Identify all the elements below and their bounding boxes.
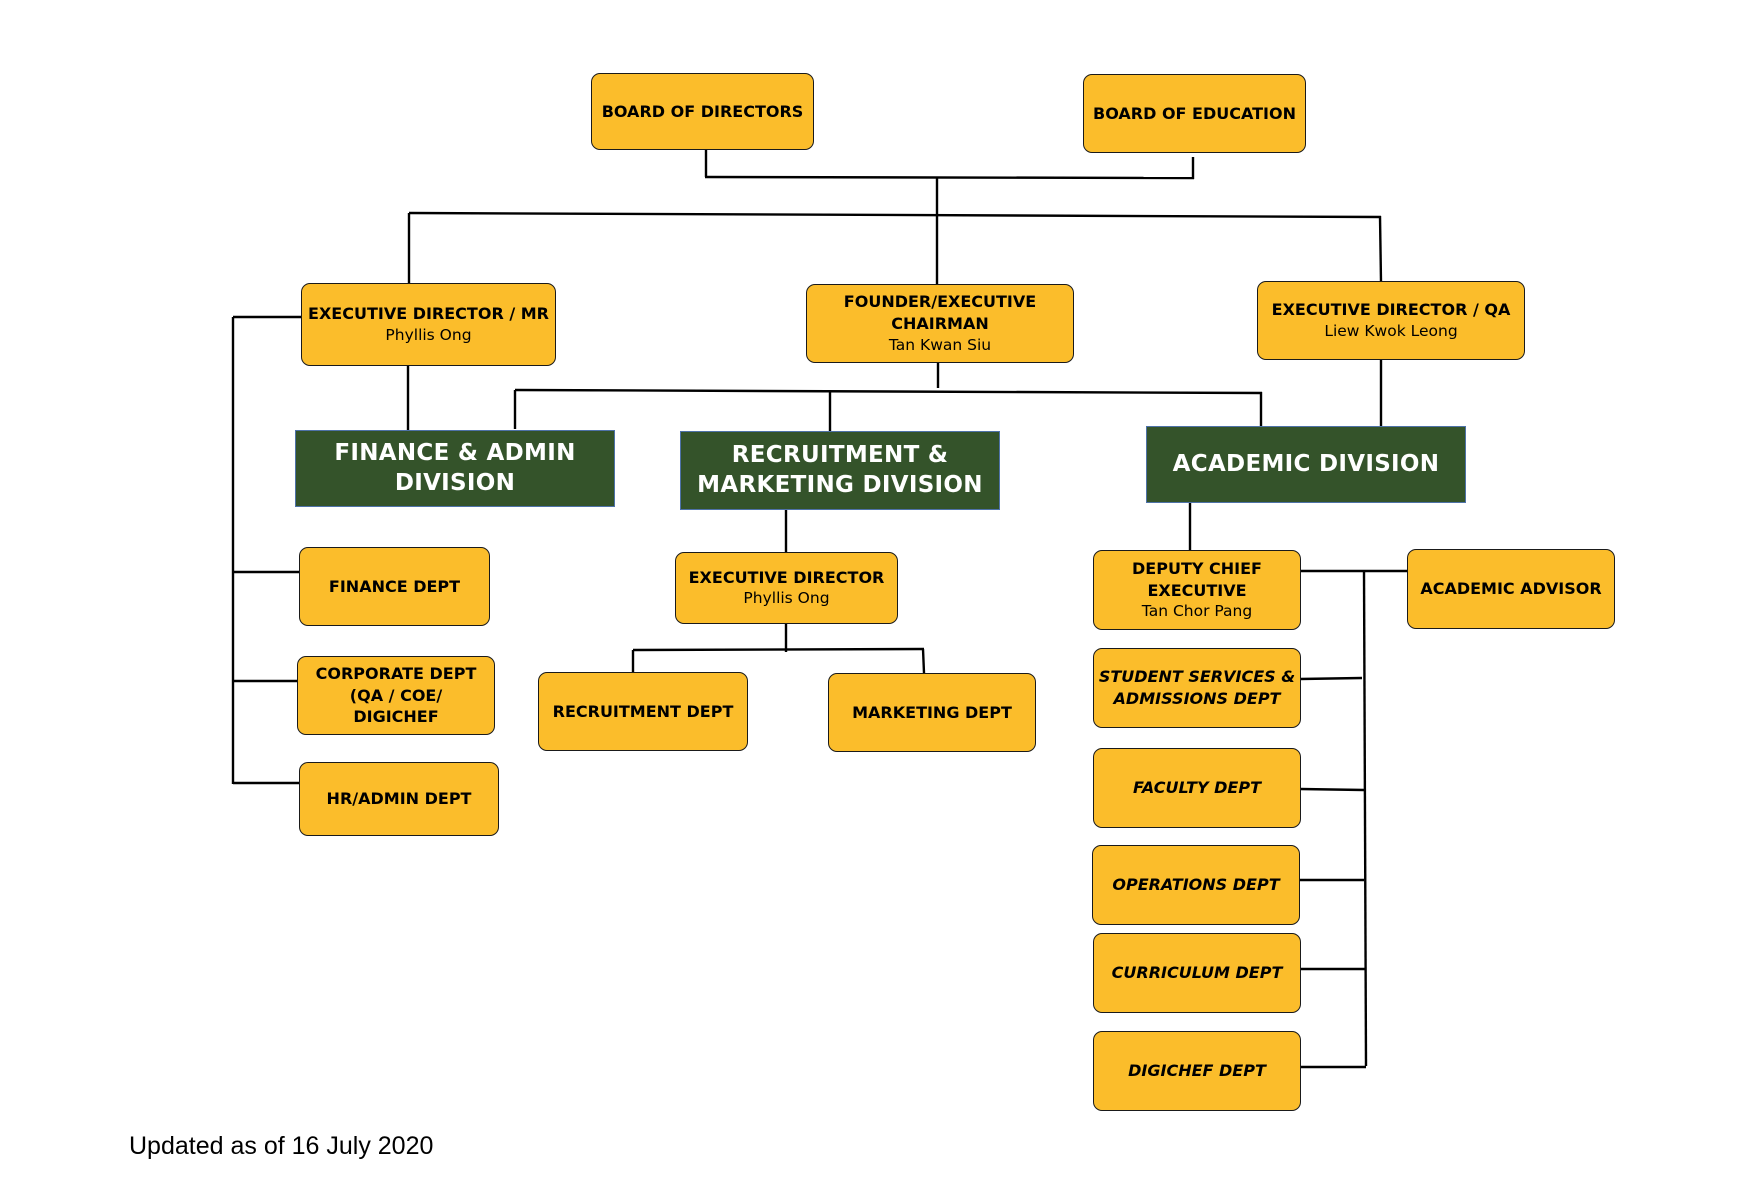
finance-division-line2: DIVISION: [394, 469, 516, 496]
corporate-dept-box: CORPORATE DEPT (QA / COE/ DIGICHEF: [297, 656, 495, 735]
academic-division: ACADEMIC DIVISION: [1146, 426, 1466, 503]
student-services-line2: ADMISSIONS DEPT: [1113, 689, 1281, 708]
corporate-dept-line2: (QA / COE/: [349, 685, 443, 705]
academic-division-title: ACADEMIC DIVISION: [1172, 450, 1440, 477]
operations-dept-box: OPERATIONS DEPT: [1092, 845, 1300, 925]
faculty-dept-title: FACULTY DEPT: [1133, 778, 1261, 798]
connector: [408, 211, 1382, 219]
deputy-chief-title-line1: DEPUTY CHIEF: [1132, 558, 1262, 578]
connector: [1299, 787, 1365, 792]
operations-dept-title: OPERATIONS DEPT: [1112, 875, 1280, 895]
founder-chairman-box: FOUNDER/EXECUTIVE CHAIRMAN Tan Kwan Siu: [806, 284, 1074, 363]
connector: [921, 648, 926, 674]
recruitment-division-line1: RECRUITMENT &: [731, 441, 949, 468]
finance-division-line1: FINANCE & ADMIN: [334, 439, 576, 466]
corporate-dept-line3: DIGICHEF: [353, 707, 439, 727]
board-of-directors-title: BOARD OF DIRECTORS: [601, 101, 804, 121]
executive-director-mr-box: EXECUTIVE DIRECTOR / MR Phyllis Ong: [301, 283, 556, 366]
executive-director-qa-box: EXECUTIVE DIRECTOR / QA Liew Kwok Leong: [1257, 281, 1525, 360]
connector: [704, 175, 1195, 180]
marketing-dept-box: MARKETING DEPT: [828, 673, 1036, 752]
hr-admin-dept-title: HR/ADMIN DEPT: [326, 789, 472, 809]
executive-director-rm-box: EXECUTIVE DIRECTOR Phyllis Ong: [675, 552, 898, 624]
founder-title-line2: CHAIRMAN: [891, 314, 989, 334]
executive-director-rm-name: Phyllis Ong: [743, 589, 830, 608]
board-of-education-box: BOARD OF EDUCATION: [1083, 74, 1306, 153]
student-services-line1: STUDENT SERVICES &: [1098, 667, 1296, 687]
faculty-dept-box: FACULTY DEPT: [1093, 748, 1301, 828]
deputy-chief-title-line2: EXECUTIVE: [1147, 580, 1247, 600]
curriculum-dept-title: CURRICULUM DEPT: [1111, 963, 1283, 983]
recruitment-marketing-division: RECRUITMENT & MARKETING DIVISION: [680, 431, 1000, 510]
marketing-dept-title: MARKETING DEPT: [852, 702, 1012, 722]
corporate-dept-line1: CORPORATE DEPT: [315, 664, 477, 684]
founder-title-line1: FOUNDER/EXECUTIVE: [843, 292, 1037, 312]
recruitment-dept-box: RECRUITMENT DEPT: [538, 672, 748, 751]
deputy-chief-executive-box: DEPUTY CHIEF EXECUTIVE Tan Chor Pang: [1093, 550, 1301, 630]
updated-date-note: Updated as of 16 July 2020: [129, 1132, 434, 1160]
digichef-dept-box: DIGICHEF DEPT: [1093, 1031, 1301, 1111]
founder-name: Tan Kwan Siu: [888, 335, 992, 354]
connector: [1362, 570, 1368, 1067]
deputy-chief-name: Tan Chor Pang: [1141, 602, 1253, 621]
board-of-education-title: BOARD OF EDUCATION: [1093, 103, 1296, 123]
finance-dept-box: FINANCE DEPT: [299, 547, 490, 626]
connector: [1299, 676, 1363, 681]
academic-advisor-title: ACADEMIC ADVISOR: [1420, 579, 1602, 599]
academic-advisor-box: ACADEMIC ADVISOR: [1407, 549, 1615, 629]
recruitment-division-line2: MARKETING DIVISION: [697, 471, 983, 498]
executive-director-qa-name: Liew Kwok Leong: [1324, 321, 1458, 340]
recruitment-dept-title: RECRUITMENT DEPT: [552, 701, 734, 721]
executive-director-mr-title: EXECUTIVE DIRECTOR / MR: [308, 304, 549, 324]
connector: [514, 388, 1263, 395]
executive-director-rm-title: EXECUTIVE DIRECTOR: [688, 567, 885, 587]
executive-director-mr-name: Phyllis Ong: [385, 325, 472, 344]
finance-dept-title: FINANCE DEPT: [328, 576, 461, 596]
hr-admin-dept-box: HR/ADMIN DEPT: [299, 762, 499, 836]
executive-director-qa-title: EXECUTIVE DIRECTOR / QA: [1271, 300, 1511, 320]
student-services-dept-box: STUDENT SERVICES & ADMISSIONS DEPT: [1093, 648, 1301, 728]
board-of-directors-box: BOARD OF DIRECTORS: [591, 73, 814, 150]
finance-admin-division: FINANCE & ADMIN DIVISION: [295, 430, 615, 507]
curriculum-dept-box: CURRICULUM DEPT: [1093, 933, 1301, 1013]
connector: [632, 647, 925, 652]
connector: [1378, 215, 1383, 283]
digichef-dept-title: DIGICHEF DEPT: [1128, 1061, 1266, 1081]
